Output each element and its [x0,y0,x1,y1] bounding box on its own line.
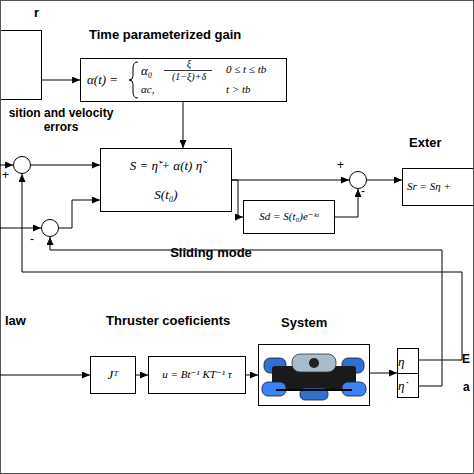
desired-surface-box: Sd = S(t₀)e⁻ᵏᵗ [243,200,335,234]
gain-box: Time parameterized gainα(t) =α₀ξ(1−ξ)+δ0… [80,58,287,102]
circle-outline [14,157,31,174]
formula-text: α₀ [141,63,163,79]
sign-label: - [30,232,40,246]
cut-label: E [462,352,474,366]
block-heading: r [17,5,39,20]
reference-surface-box: ExterSr = Sη + [402,168,474,206]
signal-arrow [183,102,184,148]
sign-label: - [361,184,371,198]
formula-text: t > tb [226,83,286,95]
block-heading: Exter [409,135,469,150]
formula-text: (1−ξ)+δ [165,71,213,82]
state-output-box: ηη̇ [397,348,419,398]
signal-arrow [335,189,358,217]
signal-arrow [232,180,349,181]
block-heading: Time parameterized gain [89,27,279,42]
input-wire [0,375,90,376]
sliding-surface-box: S = η̃̇ + α(t) η̃S(t₀)Sliding mode [100,148,232,212]
signal-arrow [232,180,243,217]
signal-arrow [370,373,397,374]
block-heading: law [5,313,45,328]
piecewise-brace [129,62,138,98]
rov-illustration [262,354,366,400]
jacobian-box: lawJᵀ [90,356,136,394]
input-wire [0,165,13,166]
thruster-box: Thruster coeficientsu = Bt⁻¹ KT⁻¹ τ [148,356,246,394]
signal-arrow [31,165,100,166]
circle-outline [42,220,59,237]
formula-text: S = η̃̇ + α(t) η̃ [101,158,231,174]
block-heading: System [281,315,361,330]
summing-junction: +- [349,171,367,189]
sign-label: + [337,158,347,172]
signal-arrow [246,375,258,376]
section-label: sition and velocity errors [0,106,122,134]
input-wire [0,228,41,229]
summing-junction: - [41,219,59,237]
formula-text: Sd = S(t₀)e⁻ᵏᵗ [244,210,334,223]
signal-arrow [136,375,148,376]
system-box: System [258,344,370,406]
block-heading: Thruster coeficients [106,313,266,328]
formula-text: u = Bt⁻¹ KT⁻¹ τ [149,368,245,381]
formula-text: 0 ≤ t ≤ tb [226,63,286,75]
signal-arrow [22,174,462,360]
state-symbol: η̇ [398,374,418,397]
sign-label: + [2,168,12,182]
cut-label: a [463,380,474,394]
signal-arrow [42,80,80,81]
formula-text: ξ [165,58,213,69]
formula-text: αc, [141,83,171,95]
state-symbol: η [398,349,418,374]
summing-junction: + [13,156,31,174]
signal-arrow [50,237,442,386]
signal-arrow [367,180,402,181]
generator-box: r [0,30,42,100]
circle-outline [13,156,31,174]
formula-text: Sr = Sη + [407,180,473,192]
circle-outline [41,219,59,237]
block-heading: Sliding mode [151,245,271,260]
formula-text: S(t₀) [101,187,231,203]
formula-text: α(t) = [87,72,133,88]
fraction-bar [164,70,212,71]
formula-text: Jᵀ [91,367,135,383]
signal-arrow [59,200,100,228]
